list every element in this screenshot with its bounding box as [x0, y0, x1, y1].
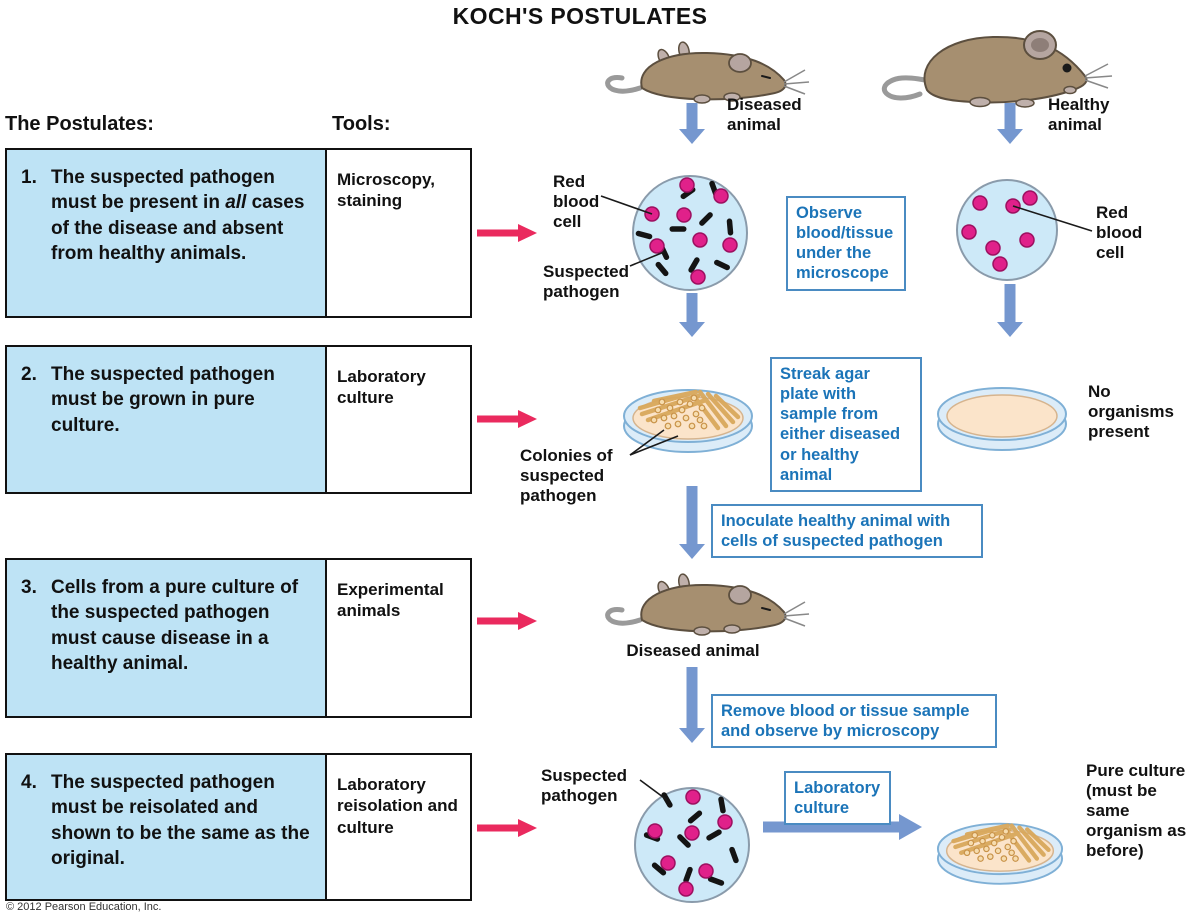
postulate-1-t1: The suspected pathogen must be present i…: [51, 167, 275, 214]
postulate-2-t1: The suspected pathogen must be grown in …: [51, 364, 275, 436]
laboratory-culture-box: Laboratory culture: [784, 771, 891, 826]
postulate-1-number: 1.: [21, 167, 37, 188]
postulate-3-t1: Cells from a pure culture of the suspect…: [51, 577, 299, 674]
observe-box: Observe blood/tissue under the microscop…: [786, 196, 906, 291]
tool-1: Microscopy, staining: [327, 150, 470, 316]
red-blood-cell-left-label: Red blood cell: [553, 172, 600, 232]
pointer-rbc-right: [1012, 205, 1093, 232]
pointer-colonies-a: [629, 429, 665, 456]
flow-arrow-healthy-to-slide: [997, 103, 1023, 144]
postulate-2-body: The suspected pathogen must be grown in …: [51, 362, 319, 492]
tool-2: Laboratory culture: [327, 347, 470, 492]
postulate-4-body: The suspected pathogen must be reisolate…: [51, 770, 319, 899]
microscope-view-healthy: [956, 179, 1058, 281]
postulate-4-number: 4.: [21, 772, 37, 793]
postulate-3-text: 3. Cells from a pure culture of the susp…: [7, 560, 327, 716]
pointer-rbc-left: [600, 195, 653, 215]
flow-arrow-slide-to-plate-right: [997, 284, 1023, 337]
red-blood-cell-right-label: Red blood cell: [1096, 203, 1143, 263]
streak-box: Streak agar plate with sample from eithe…: [770, 357, 922, 492]
tool-3: Experimental animals: [327, 560, 470, 716]
red-arrow-1: [477, 224, 537, 242]
postulate-row-4: 4. The suspected pathogen must be reisol…: [5, 753, 472, 901]
flow-arrow-mouse-to-sample: [679, 667, 705, 743]
postulate-1-t2: cases of the disease and absent from hea…: [51, 192, 305, 264]
tool-4: Laboratory reisolation and culture: [327, 755, 470, 899]
postulate-2-number: 2.: [21, 364, 37, 385]
remove-sample-box: Remove blood or tissue sample and observ…: [711, 694, 997, 749]
diseased-mouse-illustration: [608, 41, 809, 103]
red-arrow-4: [477, 819, 537, 837]
no-organisms-label: No organisms present: [1088, 382, 1174, 442]
colonies-label: Colonies of suspected pathogen: [520, 446, 613, 506]
suspected-pathogen-label-1: Suspected pathogen: [543, 262, 629, 302]
flow-arrow-plate-to-inoculation: [679, 486, 705, 559]
inoculated-mouse-illustration: [608, 573, 809, 635]
postulate-2-text: 2. The suspected pathogen must be grown …: [7, 347, 327, 492]
red-arrows: [477, 224, 537, 837]
pointer-colonies-b: [629, 435, 679, 456]
copyright-notice: © 2012 Pearson Education, Inc.: [6, 901, 162, 913]
page-title: KOCH'S POSTULATES: [452, 3, 708, 29]
postulate-1-em: all: [225, 192, 247, 214]
pointer-lines: [600, 195, 1093, 801]
postulate-4-text: 4. The suspected pathogen must be reisol…: [7, 755, 327, 899]
microscope-view-reisolated: [634, 787, 750, 903]
healthy-animal-top-label: Healthy animal: [1048, 95, 1110, 135]
red-arrow-3: [477, 612, 537, 630]
postulate-3-number: 3.: [21, 577, 37, 598]
tools-header: Tools:: [332, 113, 391, 135]
inoculate-box: Inoculate healthy animal with cells of s…: [711, 504, 983, 559]
healthy-mouse-illustration: [881, 30, 1113, 108]
diseased-animal-mid-label: Diseased animal: [626, 641, 760, 660]
postulate-row-3: 3. Cells from a pure culture of the susp…: [5, 558, 472, 718]
agar-plate-pure-culture: [936, 822, 1064, 885]
postulate-1-body: The suspected pathogen must be present i…: [51, 165, 319, 316]
postulate-3-body: Cells from a pure culture of the suspect…: [51, 575, 319, 716]
flow-arrow-slide-to-pure-culture: [763, 814, 922, 840]
flow-arrows: [679, 103, 1023, 840]
postulates-header: The Postulates:: [5, 113, 154, 135]
suspected-pathogen-label-2: Suspected pathogen: [541, 766, 627, 806]
postulate-row-2: 2. The suspected pathogen must be grown …: [5, 345, 472, 494]
pure-culture-label: Pure culture (must be same organism as b…: [1086, 761, 1187, 861]
agar-plate-healthy: [937, 387, 1067, 451]
postulate-row-1: 1. The suspected pathogen must be presen…: [5, 148, 472, 318]
pointer-suspected-1: [629, 251, 665, 267]
postulate-1-text: 1. The suspected pathogen must be presen…: [7, 150, 327, 316]
agar-plate-diseased: [623, 389, 753, 453]
red-arrow-2: [477, 410, 537, 428]
microscope-view-diseased: [632, 175, 748, 291]
diseased-animal-top-label: Diseased animal: [727, 95, 802, 135]
flow-arrow-slide-to-plate-left: [679, 293, 705, 337]
pointer-suspected-2: [639, 779, 668, 801]
postulate-4-t1: The suspected pathogen must be reisolate…: [51, 772, 310, 869]
flow-arrow-diseased-to-slide: [679, 103, 705, 144]
